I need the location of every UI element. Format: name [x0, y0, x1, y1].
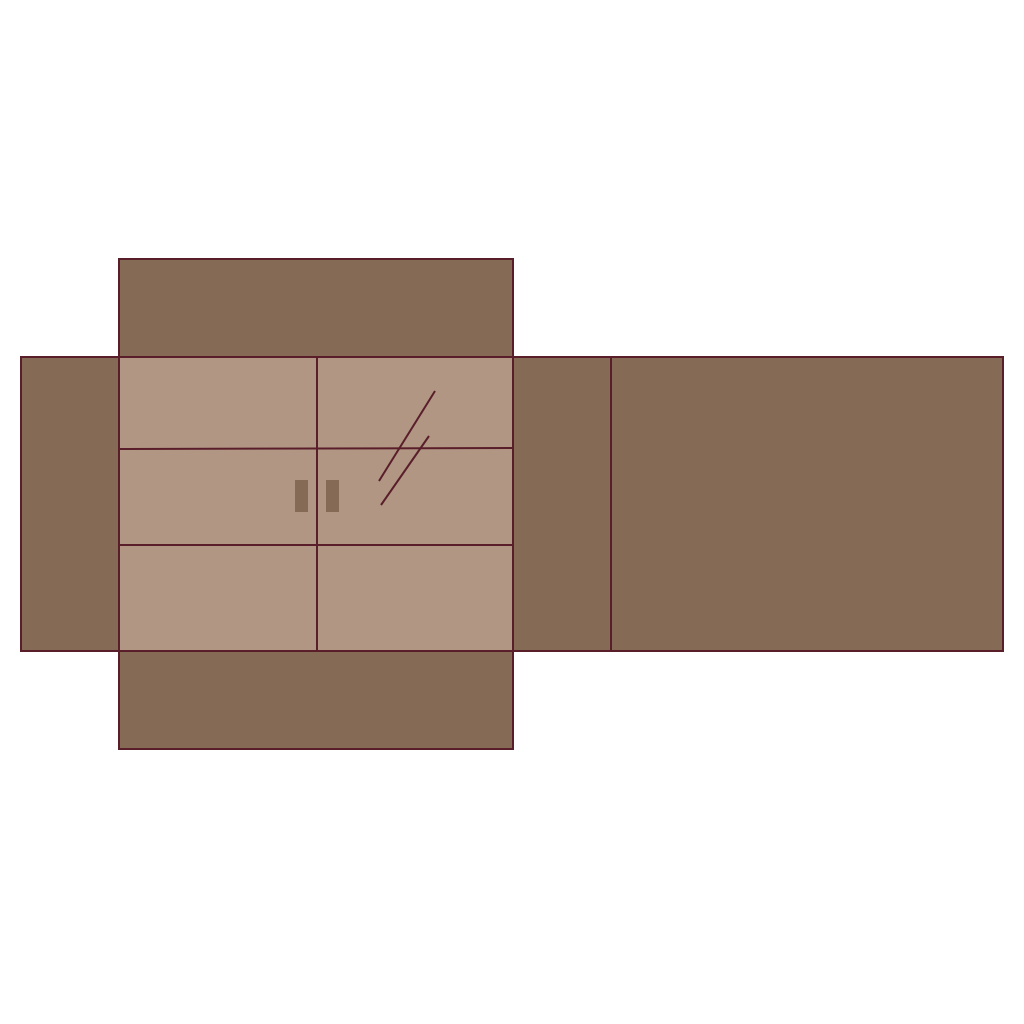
right-side-panel [512, 356, 612, 652]
right-door-handle [326, 480, 339, 512]
back-panel [610, 356, 1004, 652]
shelf-line-upper [118, 447, 514, 450]
left-door-handle [295, 480, 308, 512]
left-side-panel [20, 356, 120, 652]
glass-reflection-line-2 [380, 435, 430, 506]
glass-reflection-line-1 [378, 390, 436, 482]
bottom-panel [118, 650, 514, 750]
top-panel [118, 258, 514, 358]
